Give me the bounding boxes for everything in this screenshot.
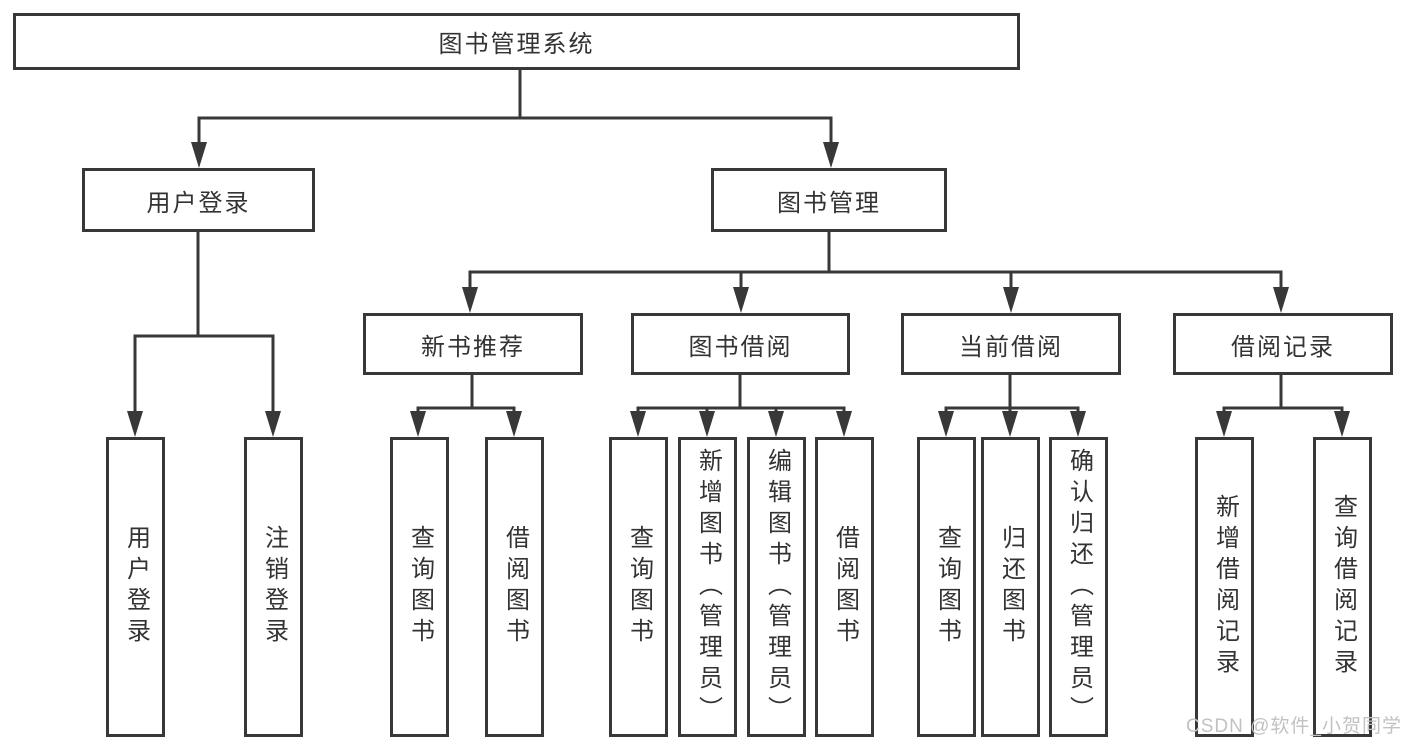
leaf-label: 新增借阅记录 xyxy=(1211,494,1239,680)
leaf-label: 查询图书 xyxy=(625,525,653,649)
node-book-borrow: 图书借阅 xyxy=(631,313,850,375)
leaf-label: 借阅图书 xyxy=(831,525,859,649)
leaf-label: 用户登录 xyxy=(122,525,150,649)
node-borrow-records: 借阅记录 xyxy=(1173,313,1393,375)
leaf-query-books-borrow: 查询图书 xyxy=(609,437,668,737)
node-book-management: 图书管理 xyxy=(711,168,947,232)
leaf-add-book-admin: 新增图书（管理员） xyxy=(678,437,737,737)
node-user-login: 用户登录 xyxy=(82,168,315,232)
leaf-query-books-current: 查询图书 xyxy=(917,437,976,737)
leaf-label: 借阅图书 xyxy=(501,525,529,649)
leaf-label: 归还图书 xyxy=(997,525,1025,649)
leaf-logout: 注销登录 xyxy=(244,437,303,737)
leaf-add-borrow-record: 新增借阅记录 xyxy=(1195,437,1254,737)
leaf-label: 查询图书 xyxy=(406,525,434,649)
leaf-label: 查询图书 xyxy=(933,525,961,649)
leaf-query-books-recommend: 查询图书 xyxy=(390,437,449,737)
arrowhead-icons xyxy=(127,142,1350,437)
leaf-return-book: 归还图书 xyxy=(981,437,1040,737)
leaf-label: 编辑图书（管理员） xyxy=(763,447,791,727)
csdn-watermark: CSDN @软件_小贺同学 xyxy=(1186,716,1402,737)
leaf-label: 查询借阅记录 xyxy=(1329,494,1357,680)
leaf-label: 注销登录 xyxy=(260,525,288,649)
node-current-borrow: 当前借阅 xyxy=(901,313,1121,375)
leaf-confirm-return-admin: 确认归还（管理员） xyxy=(1049,437,1108,737)
leaf-query-borrow-record: 查询借阅记录 xyxy=(1313,437,1372,737)
leaf-user-login: 用户登录 xyxy=(106,437,165,737)
leaf-label: 确认归还（管理员） xyxy=(1065,447,1093,727)
leaf-label: 新增图书（管理员） xyxy=(694,447,722,727)
node-library-system: 图书管理系统 xyxy=(13,13,1020,70)
node-new-book-recommend: 新书推荐 xyxy=(363,313,583,375)
leaf-edit-book-admin: 编辑图书（管理员） xyxy=(747,437,806,737)
leaf-borrow-books-recommend: 借阅图书 xyxy=(485,437,544,737)
leaf-borrow-books: 借阅图书 xyxy=(815,437,874,737)
